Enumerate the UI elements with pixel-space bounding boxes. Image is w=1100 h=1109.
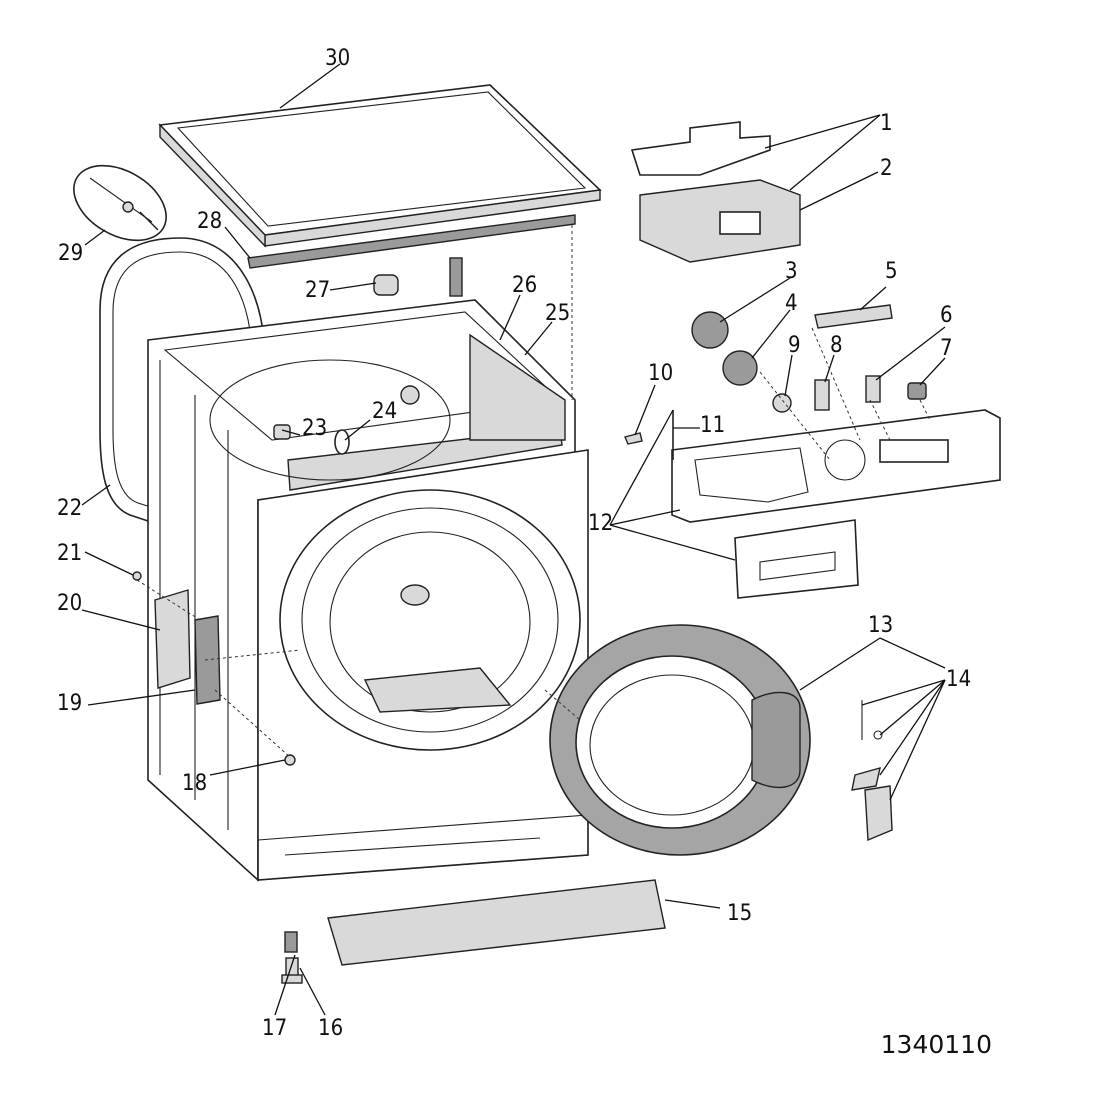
callout-1: 1 bbox=[880, 111, 893, 136]
selector-parts bbox=[691, 311, 792, 413]
callout-21: 21 bbox=[57, 541, 82, 566]
callout-3: 3 bbox=[785, 259, 798, 284]
callout-15: 15 bbox=[727, 901, 752, 926]
callout-2: 2 bbox=[880, 156, 893, 181]
callout-14: 14 bbox=[946, 667, 971, 692]
callout-28: 28 bbox=[197, 209, 222, 234]
callout-24: 24 bbox=[372, 399, 397, 424]
callout-12: 12 bbox=[588, 511, 613, 536]
callout-9: 9 bbox=[788, 333, 801, 358]
control-panel bbox=[671, 409, 1001, 599]
assembly-lines bbox=[136, 225, 931, 758]
callout-13: 13 bbox=[868, 613, 893, 638]
control-boards bbox=[630, 121, 801, 263]
callout-22: 22 bbox=[57, 496, 82, 521]
callout-7: 7 bbox=[940, 336, 953, 361]
callout-18: 18 bbox=[182, 771, 207, 796]
callout-8: 8 bbox=[830, 333, 843, 358]
callout-5: 5 bbox=[885, 259, 898, 284]
callout-25: 25 bbox=[545, 301, 570, 326]
door bbox=[549, 624, 811, 856]
drum-opening bbox=[279, 489, 581, 751]
callout-20: 20 bbox=[57, 591, 82, 616]
top-rail bbox=[247, 214, 576, 269]
callout-16: 16 bbox=[318, 1016, 343, 1041]
drawing-number: 1340110 bbox=[880, 1030, 992, 1059]
feet bbox=[281, 931, 303, 984]
callout-10: 10 bbox=[648, 361, 673, 386]
button-parts bbox=[624, 304, 927, 445]
callout-23: 23 bbox=[302, 416, 327, 441]
kickplate bbox=[327, 879, 666, 966]
rear-drum-ring bbox=[209, 359, 451, 481]
callout-labels: 1 2 3 4 5 6 7 8 9 10 11 12 13 14 15 16 1… bbox=[57, 46, 971, 1041]
callout-6: 6 bbox=[940, 303, 953, 328]
callout-4: 4 bbox=[785, 291, 798, 316]
callout-11: 11 bbox=[700, 413, 725, 438]
callout-27: 27 bbox=[305, 278, 330, 303]
callout-19: 19 bbox=[57, 691, 82, 716]
top-cover bbox=[158, 84, 602, 248]
callout-30: 30 bbox=[325, 46, 350, 71]
leader-lines bbox=[81, 63, 946, 1016]
callout-29: 29 bbox=[58, 241, 83, 266]
callout-17: 17 bbox=[262, 1016, 287, 1041]
small-internal-parts bbox=[273, 257, 463, 455]
callout-26: 26 bbox=[512, 273, 537, 298]
door-handle-kit bbox=[851, 700, 893, 842]
